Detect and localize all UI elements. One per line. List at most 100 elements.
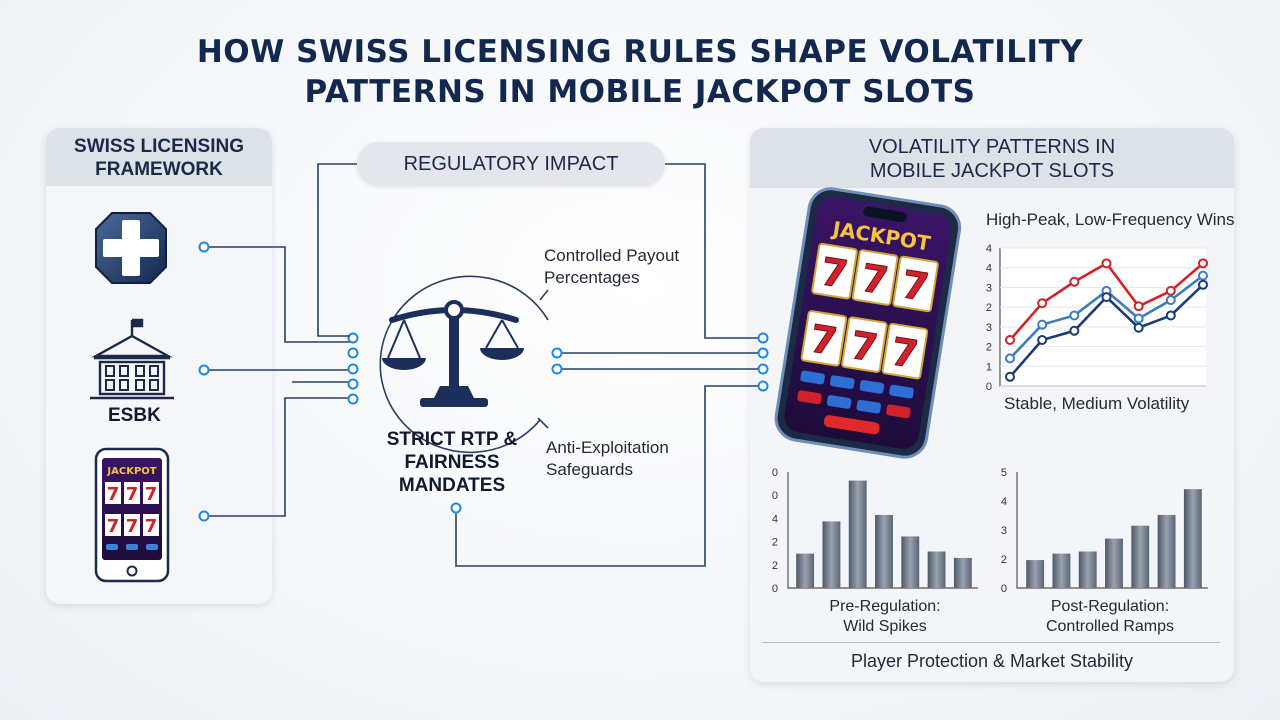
left-connectors: [208, 246, 350, 517]
y-tick-label: 2: [986, 342, 992, 354]
line-chart-caption: Stable, Medium Volatility: [1004, 394, 1190, 413]
post-caption-line-1: Post-Regulation:: [1050, 598, 1170, 615]
bar: [1052, 553, 1071, 588]
post-caption-line-2: Controlled Ramps: [1045, 618, 1175, 635]
y-tick-label: 2: [772, 560, 778, 572]
series-point: [1037, 335, 1048, 345]
series-point: [1069, 325, 1080, 336]
bar: [953, 557, 972, 588]
regulatory-impact-pill: REGULATORY IMPACT: [357, 142, 665, 186]
y-tick-label: 4: [986, 243, 992, 255]
bar: [822, 521, 841, 588]
series-point: [1165, 310, 1176, 321]
left-connector-nodes: [198, 241, 359, 522]
y-tick-label: 2: [772, 537, 778, 549]
series-point: [1005, 335, 1015, 345]
scales-icon: [382, 300, 524, 407]
series-point: [1069, 310, 1080, 321]
mandates-line-2: FAIRNESS: [404, 452, 500, 473]
controlled-payout-line-2: Percentages: [544, 268, 640, 287]
mini-reel-symbol: 7: [145, 484, 158, 505]
post-chart-bars: [1026, 489, 1202, 588]
pre-regulation-bar-chart: 0 2 2 4 0 0: [772, 467, 978, 595]
footer-divider: [762, 642, 1220, 643]
series-point: [1005, 353, 1015, 364]
pre-caption-line-1: Pre-Regulation:: [829, 598, 941, 615]
esbk-label: ESBK: [108, 405, 161, 426]
pre-regulation-caption: Pre-Regulation: Wild Spikes: [790, 597, 980, 637]
y-tick-label: 0: [772, 583, 778, 595]
series-point: [1133, 322, 1144, 333]
pre-chart-bars: [796, 480, 972, 588]
y-tick-label: 0: [772, 467, 778, 479]
impact-ring: [379, 275, 549, 454]
left-header-line-2: FRAMEWORK: [95, 159, 223, 180]
bar: [1183, 489, 1202, 588]
y-tick-label: 5: [1001, 467, 1007, 479]
anti-exploitation-label: Anti-Exploitation Safeguards: [546, 437, 669, 481]
pre-chart-y-ticks: 0 2 2 4 0 0: [772, 467, 778, 595]
mandates-line-3: MANDATES: [398, 475, 506, 496]
post-chart-y-ticks: 0 2 3 4 5: [1001, 467, 1007, 595]
series-point: [1037, 298, 1048, 309]
mini-reel-symbol: 7: [126, 516, 139, 537]
series-point: [1101, 258, 1112, 269]
swiss-cross-icon: [95, 212, 167, 284]
bar: [796, 553, 815, 588]
y-tick-label: 3: [1001, 525, 1007, 537]
licensing-framework-header: SWISS LICENSING FRAMEWORK: [46, 128, 272, 186]
line-chart-series: [1005, 258, 1208, 382]
series-point: [1198, 279, 1208, 290]
left-header-line-1: SWISS LICENSING: [74, 136, 244, 157]
series-point: [1005, 371, 1015, 382]
y-tick-label: 4: [986, 263, 992, 275]
y-tick-label: 4: [772, 513, 778, 525]
post-regulation-caption: Post-Regulation: Controlled Ramps: [1010, 597, 1210, 637]
right-header-line-2: MOBILE JACKPOT SLOTS: [869, 160, 1115, 182]
y-tick-label: 2: [1001, 554, 1007, 566]
bar: [848, 480, 867, 588]
line-chart-title: High-Peak, Low-Frequency Wins: [986, 210, 1235, 229]
anti-exploitation-line-2: Safeguards: [546, 460, 633, 479]
series-point: [1069, 276, 1080, 287]
post-regulation-bar-chart: 0 2 3 4 5: [1001, 467, 1208, 595]
bar: [1026, 560, 1045, 588]
page-title: HOW SWISS LICENSING RULES SHAPE VOLATILI…: [0, 32, 1280, 112]
anti-exploitation-line-1: Anti-Exploitation: [546, 438, 669, 457]
mandates-line-1: STRICT RTP &: [386, 429, 518, 450]
volatility-header: VOLATILITY PATTERNS IN MOBILE JACKPOT SL…: [750, 128, 1234, 188]
y-tick-label: 0: [772, 490, 778, 502]
pre-caption-line-2: Wild Spikes: [843, 618, 927, 635]
series-point: [1037, 319, 1048, 330]
mini-reel-symbol: 7: [107, 484, 120, 505]
series-point: [1198, 270, 1208, 281]
bar: [1078, 551, 1097, 588]
bar: [1105, 538, 1123, 588]
bar: [927, 551, 946, 588]
bar: [1131, 525, 1150, 588]
jackpot-phone: JACKPOT 7 7 7 7 7 7: [774, 187, 962, 459]
series-point: [1133, 301, 1144, 312]
government-building-icon: [90, 318, 174, 400]
right-connector-nodes: [450, 332, 769, 514]
phone-slot-icon: JACKPOT 7 7 7 7 7 7: [94, 447, 170, 583]
y-tick-label: 3: [986, 282, 992, 294]
controlled-payout-label: Controlled Payout Percentages: [544, 245, 679, 289]
y-tick-label: 4: [1001, 496, 1007, 508]
bar: [875, 514, 893, 588]
mandates-label: STRICT RTP & FAIRNESS MANDATES: [372, 428, 532, 497]
series-point: [1165, 295, 1176, 306]
title-line-2: PATTERNS IN MOBILE JACKPOT SLOTS: [304, 74, 976, 110]
bar: [901, 536, 920, 588]
title-line-1: HOW SWISS LICENSING RULES SHAPE VOLATILI…: [196, 34, 1084, 70]
mini-jackpot-text: JACKPOT: [106, 466, 156, 477]
y-tick-label: 0: [986, 381, 992, 393]
controlled-payout-line-1: Controlled Payout: [544, 246, 680, 265]
series-point: [1101, 292, 1112, 303]
mini-reel-symbol: 7: [107, 516, 120, 537]
y-tick-label: 0: [1001, 583, 1007, 595]
series-point: [1133, 313, 1144, 324]
mini-reel-symbol: 7: [126, 484, 139, 505]
